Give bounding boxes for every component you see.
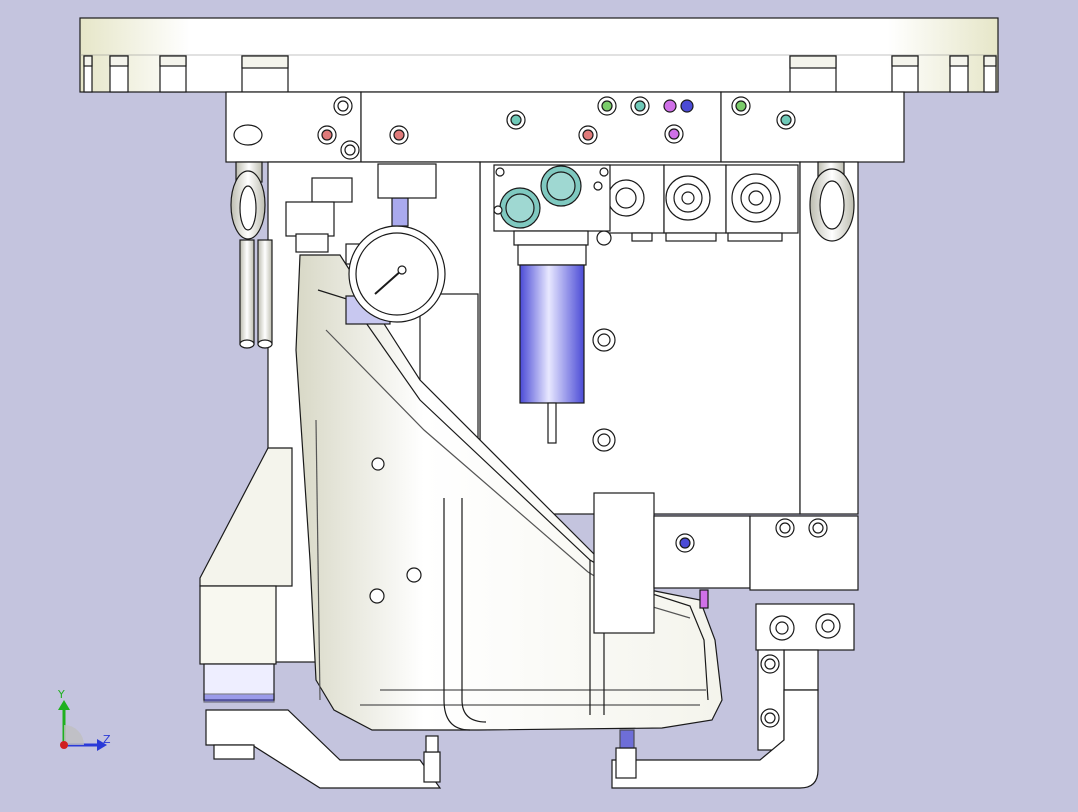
top-mounting-plate (79, 17, 999, 93)
inlet-fitting (285, 163, 437, 253)
valve-cartridges (596, 164, 799, 246)
lower-right-block (653, 515, 859, 691)
left-clamp-assembly (199, 447, 442, 789)
pressure-gauge (345, 225, 446, 325)
right-clamp-bracket (611, 649, 819, 789)
coordinate-triad: Y Z (57, 688, 111, 751)
valve-manifold (225, 91, 905, 163)
manifold-ports (317, 96, 796, 160)
regulator-block (493, 164, 611, 246)
y-axis-label: Y (57, 688, 65, 701)
lifting-eye-right (809, 161, 855, 242)
z-axis-label: Z (103, 733, 111, 746)
center-block (593, 492, 655, 634)
guide-rods (239, 239, 273, 349)
filter-cylinder (517, 244, 587, 444)
lifting-eye-left (230, 161, 266, 240)
x-axis-dot (60, 741, 68, 749)
